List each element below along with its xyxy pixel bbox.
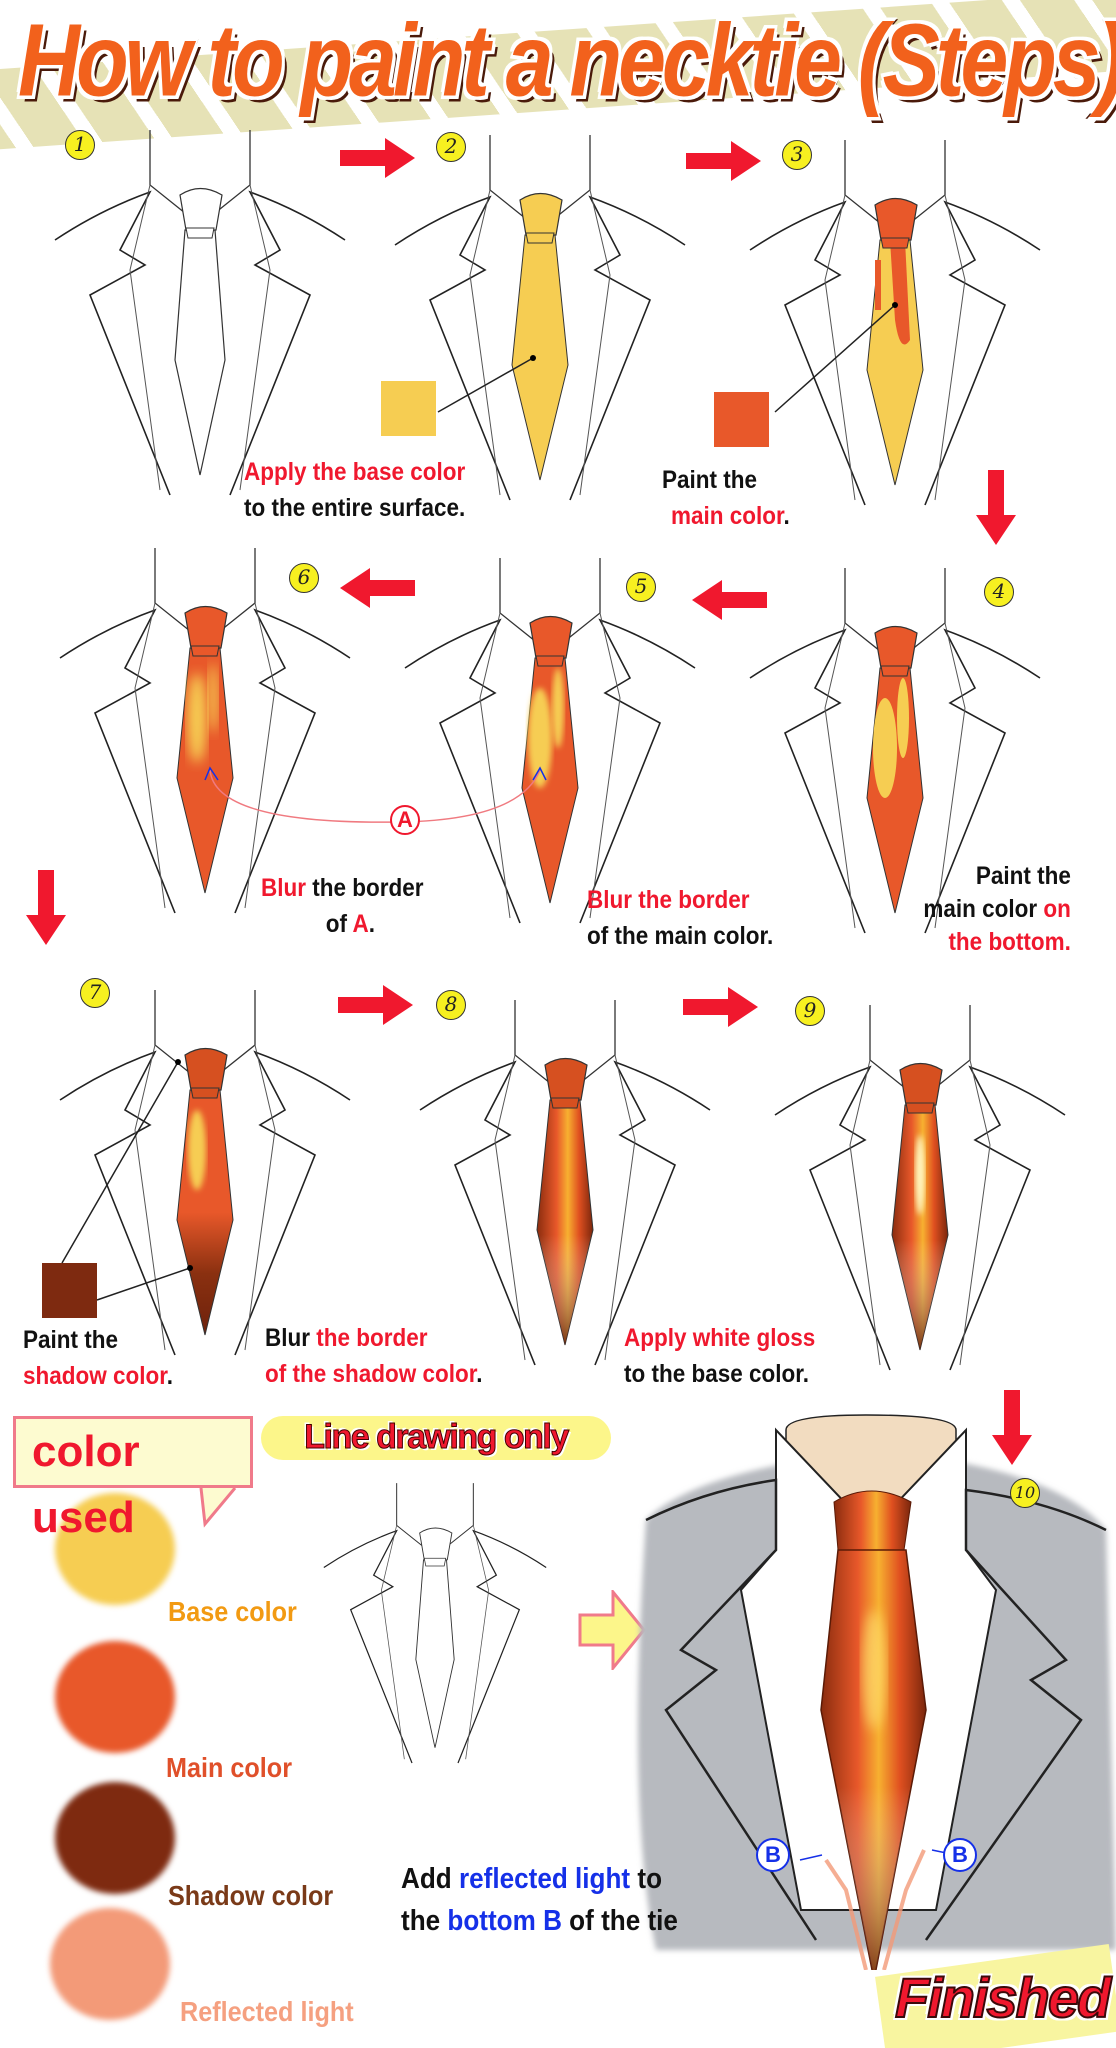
caption-highlight: of the shadow color bbox=[265, 1360, 477, 1388]
caption-highlight: on bbox=[1043, 895, 1071, 923]
arrow-left-icon bbox=[340, 568, 415, 608]
arrow-down-icon bbox=[26, 870, 66, 945]
arrow-right-icon bbox=[340, 138, 415, 178]
caption-text: . bbox=[166, 1362, 174, 1390]
step-3-illustration bbox=[749, 140, 1041, 506]
caption-line: to the base color. bbox=[624, 1360, 810, 1388]
caption-line: Paint the bbox=[975, 862, 1071, 890]
color-used-heading: color used bbox=[13, 1416, 253, 1542]
step-2-caption: Apply the base color to the entire surfa… bbox=[244, 454, 465, 526]
caption-text: to bbox=[630, 1863, 663, 1895]
caption-highlight: shadow color bbox=[23, 1362, 167, 1390]
marker-b-left: B bbox=[756, 1838, 790, 1872]
step-number-5: 5 bbox=[626, 572, 656, 602]
caption-text: . bbox=[368, 910, 375, 938]
caption-line: Paint the bbox=[662, 466, 758, 494]
caption-text: main color bbox=[923, 895, 1044, 923]
caption-highlight: Blur the border bbox=[587, 886, 750, 914]
main-color-swatch bbox=[714, 392, 769, 447]
caption-line: Apply the base color bbox=[244, 458, 466, 486]
step-5-caption: Blur the border of the main color. bbox=[587, 882, 773, 954]
caption-text: the bbox=[401, 1905, 448, 1937]
caption-highlight: the bottom. bbox=[948, 928, 1071, 956]
reflected-light-label: Reflected light bbox=[180, 1996, 354, 2027]
main-color-label: Main color bbox=[166, 1752, 293, 1783]
arrow-left-icon bbox=[692, 580, 767, 620]
step-9-caption: Apply white gloss to the base color. bbox=[624, 1320, 815, 1392]
shadow-color-blob bbox=[55, 1782, 175, 1894]
step-3-caption: Paint the main color. bbox=[662, 462, 790, 534]
step-8-caption: Blur the border of the shadow color. bbox=[265, 1320, 483, 1392]
step-4-caption: Paint the main color on the bottom. bbox=[923, 860, 1071, 959]
caption-highlight: bottom B bbox=[447, 1905, 562, 1937]
arrow-down-icon bbox=[992, 1390, 1032, 1465]
page-title: How to paint a necktie (Steps) bbox=[16, 1, 1116, 120]
caption-line: of the main color. bbox=[587, 922, 774, 950]
marker-b-right: B bbox=[943, 1838, 977, 1872]
step-7-caption: Paint the shadow color. bbox=[23, 1322, 173, 1394]
step-10-caption: Add reflected light to the bottom B of t… bbox=[401, 1858, 678, 1942]
arrow-right-icon bbox=[338, 985, 413, 1025]
finished-label: Finished bbox=[894, 1965, 1112, 2030]
caption-highlight: main color bbox=[671, 502, 784, 530]
step-number-9: 9 bbox=[795, 996, 825, 1026]
caption-highlight: Apply white gloss bbox=[624, 1324, 816, 1352]
arrow-right-icon bbox=[686, 141, 761, 181]
arrow-right-icon bbox=[683, 987, 758, 1027]
caption-highlight: Blur bbox=[261, 874, 306, 902]
caption-text: . bbox=[476, 1360, 483, 1388]
arrow-down-icon bbox=[976, 470, 1016, 545]
step-number-3: 3 bbox=[782, 140, 812, 170]
caption-line: to the entire surface. bbox=[244, 494, 466, 522]
step-8-illustration bbox=[419, 1000, 711, 1366]
step-2-illustration bbox=[394, 135, 686, 501]
arrow-right-yellow-icon bbox=[578, 1590, 646, 1670]
shadow-color-label: Shadow color bbox=[168, 1880, 334, 1911]
reflected-light-blob bbox=[50, 1908, 170, 2020]
caption-text: of bbox=[325, 910, 353, 938]
step-9-illustration bbox=[774, 1005, 1066, 1371]
speech-bubble-tail bbox=[199, 1488, 237, 1528]
step-4-illustration bbox=[749, 568, 1041, 934]
caption-text: the border bbox=[306, 874, 424, 902]
step-number-10: 10 bbox=[1010, 1478, 1040, 1508]
caption-text: Blur bbox=[265, 1324, 317, 1352]
step-7-illustration bbox=[59, 990, 351, 1356]
base-color-blob bbox=[55, 1493, 175, 1605]
step-5-illustration bbox=[404, 558, 696, 924]
caption-text: . bbox=[783, 502, 790, 530]
caption-highlight: the border bbox=[316, 1324, 428, 1352]
step-number-8: 8 bbox=[436, 990, 466, 1020]
marker-a: A bbox=[390, 805, 420, 835]
finished-necktie-illustration bbox=[638, 1414, 1116, 1970]
step-6-caption: Blur the border of A. bbox=[261, 870, 424, 942]
caption-highlight: A bbox=[352, 910, 369, 938]
caption-text: of the tie bbox=[561, 1905, 678, 1937]
caption-line: Paint the bbox=[23, 1326, 119, 1354]
line-drawing-illustration bbox=[323, 1483, 547, 1764]
main-color-blob bbox=[55, 1641, 175, 1753]
step-6-illustration bbox=[59, 548, 351, 914]
step-1-illustration bbox=[54, 130, 346, 496]
caption-highlight: reflected light bbox=[458, 1863, 631, 1895]
step-number-4: 4 bbox=[984, 577, 1014, 607]
pointer-lines bbox=[61, 302, 898, 1301]
step-number-1: 1 bbox=[65, 130, 95, 160]
base-color-swatch bbox=[381, 381, 436, 436]
step-number-6: 6 bbox=[289, 563, 319, 593]
step-number-7: 7 bbox=[80, 978, 110, 1008]
step-number-2: 2 bbox=[436, 132, 466, 162]
line-drawing-only-label: Line drawing only bbox=[261, 1416, 611, 1460]
shadow-color-swatch bbox=[42, 1263, 97, 1318]
caption-text: Add bbox=[401, 1863, 459, 1895]
base-color-label: Base color bbox=[168, 1596, 297, 1627]
